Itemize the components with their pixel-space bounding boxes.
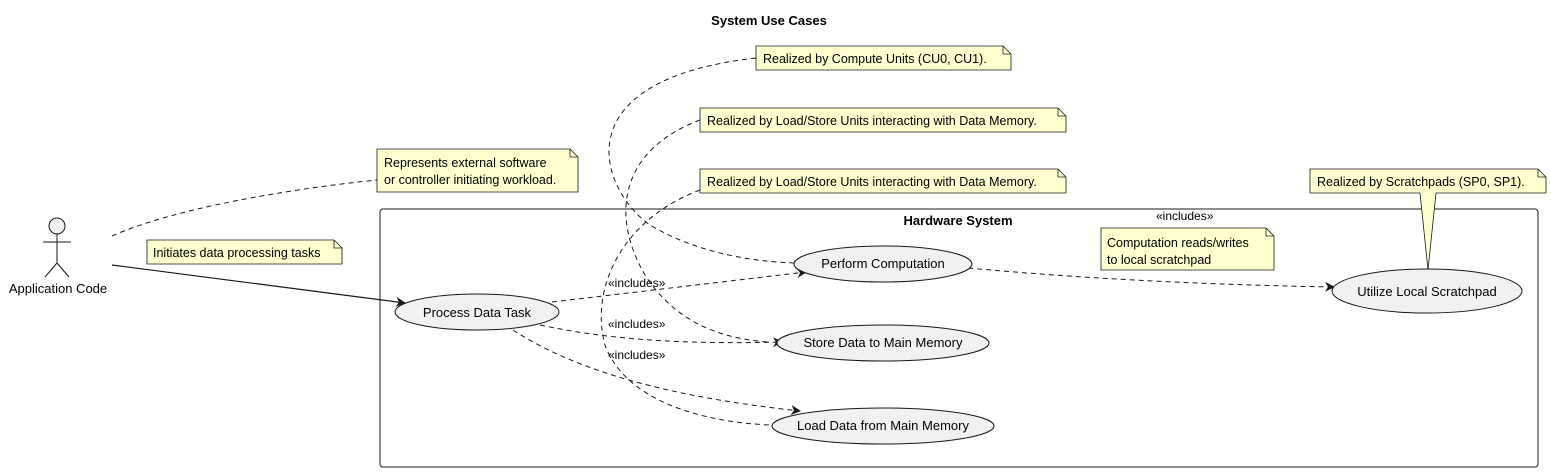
- link-store-note: [625, 119, 771, 343]
- note-comp-scratch-line1: Computation reads/writes: [1107, 236, 1249, 250]
- usecase-store-label: Store Data to Main Memory: [804, 335, 963, 350]
- note-actor-desc-line2: or controller initiating workload.: [384, 173, 556, 187]
- note-compute-units-text: Realized by Compute Units (CU0, CU1).: [763, 52, 987, 66]
- include-label-load: «includes»: [608, 348, 666, 362]
- link-actor-note: [111, 179, 378, 237]
- usecase-store-data: Store Data to Main Memory: [776, 324, 990, 362]
- link-compute-note: [608, 57, 796, 264]
- usecase-load-data: Load Data from Main Memory: [771, 407, 995, 445]
- usecase-scratchpad-label: Utilize Local Scratchpad: [1357, 284, 1496, 299]
- usecase-perform-computation: Perform Computation: [793, 245, 973, 283]
- include-label-scratchpad: «includes»: [1156, 209, 1214, 223]
- include-store: [539, 324, 783, 348]
- note-actor-desc-line1: Represents external software: [384, 156, 547, 170]
- note-scratchpads: Realized by Scratchpads (SP0, SP1).: [1309, 168, 1547, 271]
- diagram-title: System Use Cases: [711, 13, 827, 28]
- usecase-utilize-scratchpad: Utilize Local Scratchpad: [1331, 268, 1523, 314]
- note-lsu-load: Realized by Load/Store Units interacting…: [699, 168, 1067, 194]
- usecase-load-label: Load Data from Main Memory: [797, 418, 969, 433]
- association-actor-process: [111, 264, 406, 307]
- note-scratchpads-text: Realized by Scratchpads (SP0, SP1).: [1317, 175, 1525, 189]
- include-scratchpad: [967, 267, 1335, 292]
- include-label-compute: «includes»: [608, 276, 666, 290]
- actor-label: Application Code: [9, 281, 107, 296]
- usecase-process-data-task: Process Data Task: [394, 293, 560, 331]
- note-lsu-store-text: Realized by Load/Store Units interacting…: [707, 114, 1037, 128]
- include-compute: [551, 268, 807, 303]
- actor-application-code: [43, 217, 71, 278]
- note-actor-desc: Represents external software or controll…: [376, 148, 579, 193]
- note-lsu-load-text: Realized by Load/Store Units interacting…: [707, 175, 1037, 189]
- system-boundary: [379, 208, 1539, 468]
- note-links: [111, 57, 796, 426]
- note-lsu-store: Realized by Load/Store Units interacting…: [699, 107, 1067, 133]
- link-load-note: [600, 189, 771, 426]
- note-comp-scratch: Computation reads/writes to local scratc…: [1100, 227, 1275, 271]
- usecase-process-label: Process Data Task: [423, 305, 532, 320]
- usecase-compute-label: Perform Computation: [821, 256, 945, 271]
- include-load: [512, 329, 801, 415]
- note-compute-units: Realized by Compute Units (CU0, CU1).: [755, 45, 1012, 71]
- note-initiates: Initiates data processing tasks: [146, 239, 343, 265]
- actor-head: [48, 217, 66, 235]
- include-label-store: «includes»: [608, 317, 666, 331]
- note-comp-scratch-line2: to local scratchpad: [1107, 253, 1211, 267]
- boundary-title: Hardware System: [903, 213, 1012, 228]
- note-initiates-text: Initiates data processing tasks: [153, 246, 320, 260]
